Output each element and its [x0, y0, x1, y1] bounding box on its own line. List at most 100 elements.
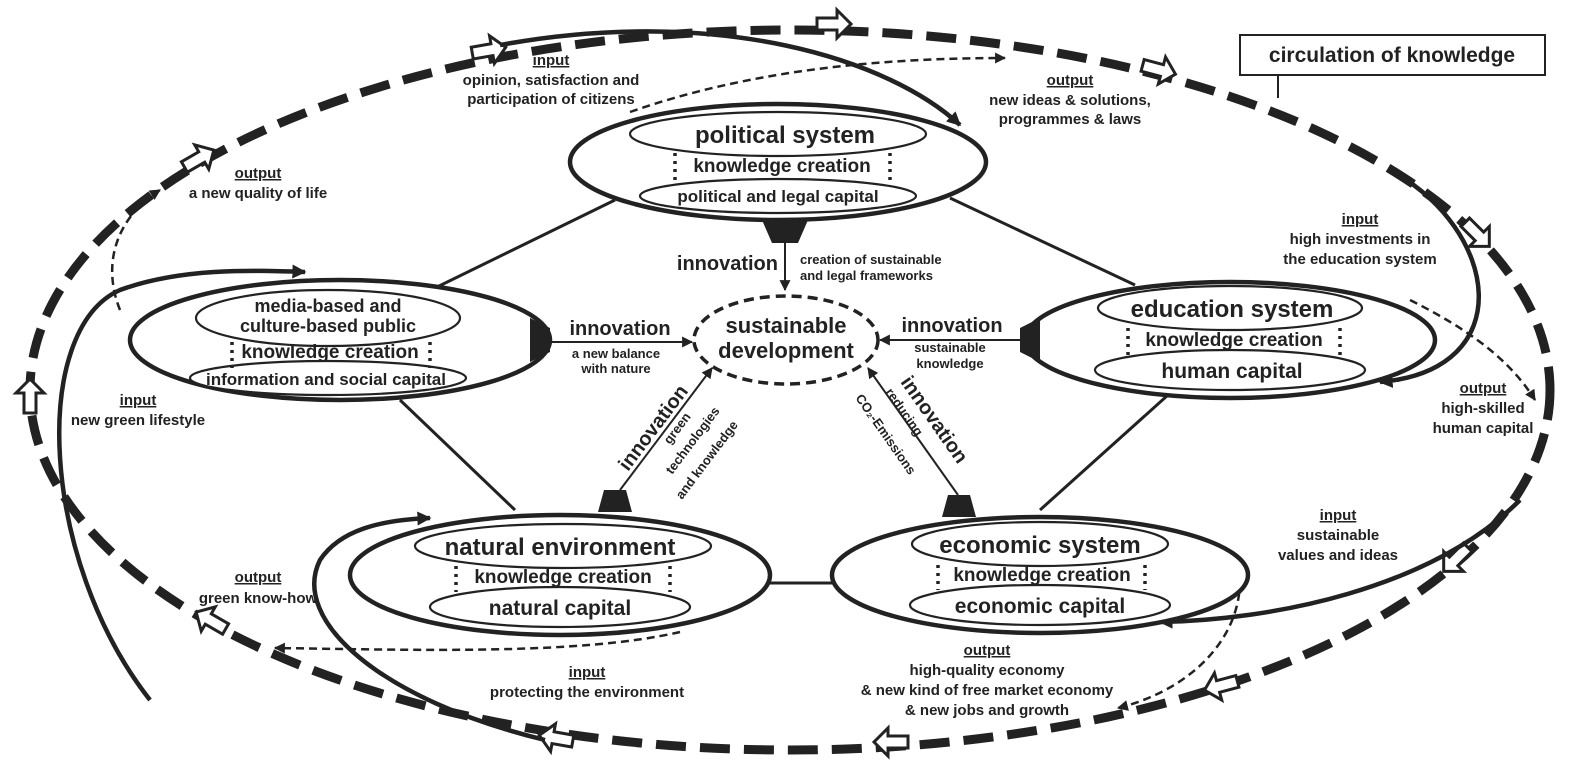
svg-text:input: input [1320, 507, 1357, 524]
svg-text:input: input [533, 52, 570, 69]
hollow-arrow-icon [537, 720, 576, 756]
innovation-label-media: innovation [569, 318, 670, 340]
svg-text:opinion, satisfaction and: opinion, satisfaction and [463, 72, 640, 89]
svg-text:input: input [1342, 211, 1379, 228]
hollow-arrow-icon [179, 142, 216, 175]
innovation-desc-political-2: and legal frameworks [800, 268, 933, 283]
output-curve-education [1409, 298, 1537, 401]
hollow-arrow-icon [469, 32, 508, 68]
media-knowledge: knowledge creation [241, 342, 418, 363]
output-curve-economic [1116, 579, 1242, 711]
svg-text:output: output [1460, 380, 1507, 397]
svg-text:human capital: human capital [1433, 420, 1534, 437]
innovation-tab-political [762, 220, 808, 243]
flow-political-output: output new ideas & solutions, programmes… [989, 72, 1151, 128]
svg-text:output: output [235, 569, 282, 586]
node-political-system[interactable]: political system knowledge creation poli… [567, 101, 989, 223]
flow-natural-output: output green know-how [199, 569, 318, 607]
svg-text:input: input [120, 392, 157, 409]
innovation-desc-education-1: sustainable [914, 340, 986, 355]
hollow-arrow-icon [12, 376, 48, 415]
flow-political-input: input opinion, satisfaction and particip… [463, 52, 640, 108]
economic-capital: economic capital [955, 595, 1125, 618]
media-title-line2: culture-based public [240, 316, 416, 336]
output-curve-political [629, 52, 1007, 114]
svg-text:a new quality of life: a new quality of life [189, 185, 327, 202]
innovation-tab-media [530, 318, 550, 362]
flow-education-input: input high investments in the education … [1283, 211, 1436, 268]
innovation-tab-natural [598, 490, 632, 512]
hollow-arrow-icon [1458, 215, 1491, 248]
education-capital: human capital [1161, 360, 1302, 383]
education-title: education system [1131, 296, 1334, 323]
input-curve-media [57, 264, 307, 702]
svg-text:values and ideas: values and ideas [1278, 547, 1398, 564]
flow-media-output: output a new quality of life [189, 165, 327, 202]
political-capital: political and legal capital [677, 187, 878, 206]
legend-box [1239, 34, 1546, 76]
natural-knowledge: knowledge creation [474, 567, 651, 588]
svg-text:participation of citizens: participation of citizens [467, 91, 635, 108]
innovation-desc-media-1: a new balance [572, 346, 660, 361]
hollow-arrow-icon [1139, 53, 1178, 88]
media-title-line1: media-based and [254, 296, 401, 316]
innovation-label-education: innovation [901, 315, 1002, 337]
legend-label: circulation of knowledge [1269, 44, 1515, 67]
link-political-education [949, 196, 1136, 287]
svg-text:programmes & laws: programmes & laws [999, 111, 1142, 128]
input-curve-education [1378, 168, 1481, 388]
link-education-economic [1038, 393, 1170, 512]
education-knowledge: knowledge creation [1145, 330, 1322, 351]
node-natural-environment[interactable]: natural environment knowledge creation n… [347, 512, 773, 638]
flow-economic-input: input sustainable values and ideas [1278, 507, 1398, 564]
svg-text:sustainable: sustainable [1297, 527, 1380, 544]
hollow-arrow-icon [815, 6, 854, 42]
link-political-media [434, 198, 616, 290]
input-curve-political [499, 29, 962, 127]
center-line1: sustainable [725, 313, 846, 338]
input-curve-natural [312, 511, 546, 743]
innovation-desc-media-2: with nature [580, 361, 650, 376]
svg-text:high-quality economy: high-quality economy [909, 662, 1065, 679]
innovation-tab-education [1020, 318, 1040, 362]
hollow-arrow-icon [871, 724, 910, 760]
natural-capital: natural capital [489, 597, 631, 620]
output-curve-natural [273, 630, 681, 654]
innovation-desc-education-2: knowledge [916, 356, 983, 371]
node-media-public[interactable]: media-based and culture-based public kno… [127, 277, 553, 403]
natural-title: natural environment [445, 534, 676, 561]
output-curve-media [111, 188, 161, 311]
media-capital: information and social capital [206, 370, 446, 389]
svg-text:output: output [1047, 72, 1094, 89]
flow-media-input: input new green lifestyle [71, 392, 205, 429]
svg-text:input: input [569, 664, 606, 681]
svg-text:high-skilled: high-skilled [1441, 400, 1524, 417]
hollow-arrow-icon [194, 604, 231, 637]
link-media-natural [398, 398, 517, 512]
svg-text:protecting the environment: protecting the environment [490, 684, 684, 701]
flow-natural-input: input protecting the environment [490, 664, 684, 701]
innovation-tab-economic [942, 495, 976, 517]
node-sustainable-development[interactable]: sustainable development [692, 294, 880, 386]
innovation-label-political: innovation [677, 253, 778, 275]
node-economic-system[interactable]: economic system knowledge creation econo… [829, 514, 1251, 636]
svg-text:& new kind of free market econ: & new kind of free market economy [861, 682, 1114, 699]
svg-text:the education system: the education system [1283, 251, 1436, 268]
svg-text:high investments in: high investments in [1290, 231, 1431, 248]
svg-text:& new jobs and growth: & new jobs and growth [905, 702, 1069, 719]
flow-economic-output: output high-quality economy & new kind o… [861, 642, 1114, 719]
innovation-arrow-economic [867, 367, 959, 496]
svg-text:output: output [235, 165, 282, 182]
svg-text:output: output [964, 642, 1011, 659]
economic-title: economic system [939, 532, 1140, 559]
flow-education-output: output high-skilled human capital [1433, 380, 1534, 437]
center-line2: development [718, 338, 854, 363]
input-curve-economic [1158, 498, 1522, 629]
svg-text:new green lifestyle: new green lifestyle [71, 412, 205, 429]
political-knowledge: knowledge creation [693, 156, 870, 177]
political-title: political system [695, 122, 875, 149]
economic-knowledge: knowledge creation [953, 565, 1130, 586]
node-education-system[interactable]: education system knowledge creation huma… [1022, 279, 1438, 401]
hollow-arrow-icon [1202, 669, 1241, 704]
